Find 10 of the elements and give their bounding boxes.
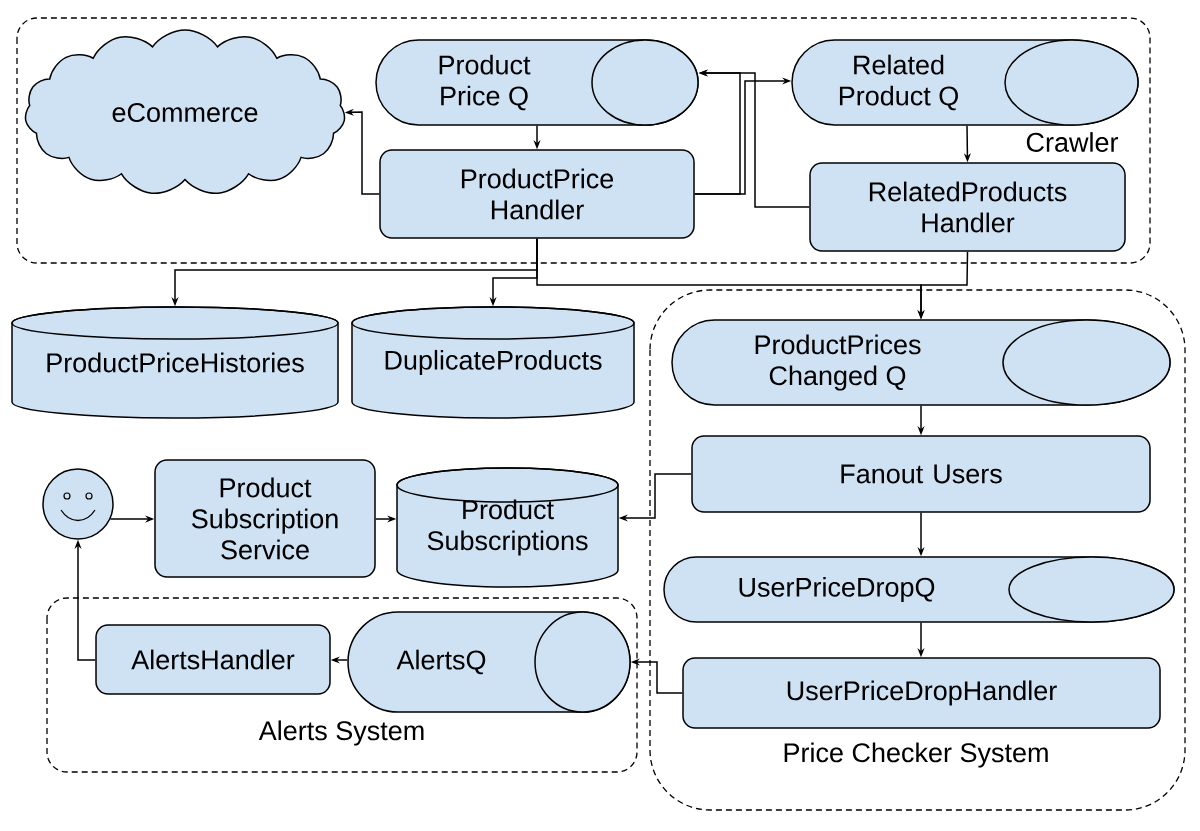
database-cylinder: DuplicateProducts xyxy=(351,306,635,419)
process-box: Product Subscription Service xyxy=(154,459,376,578)
database-cylinder: Product Subscriptions xyxy=(396,467,619,588)
process-box: RelatedProducts Handler xyxy=(809,162,1126,252)
process-box: AlertsHandler xyxy=(95,624,331,695)
process-box: ProductPrice Handler xyxy=(379,149,695,239)
process-box: Fanout Users xyxy=(691,435,1151,513)
database-cylinder: ProductPriceHistories xyxy=(11,306,339,419)
smiley-face xyxy=(42,468,114,540)
process-box: UserPriceDropHandler xyxy=(682,657,1161,729)
